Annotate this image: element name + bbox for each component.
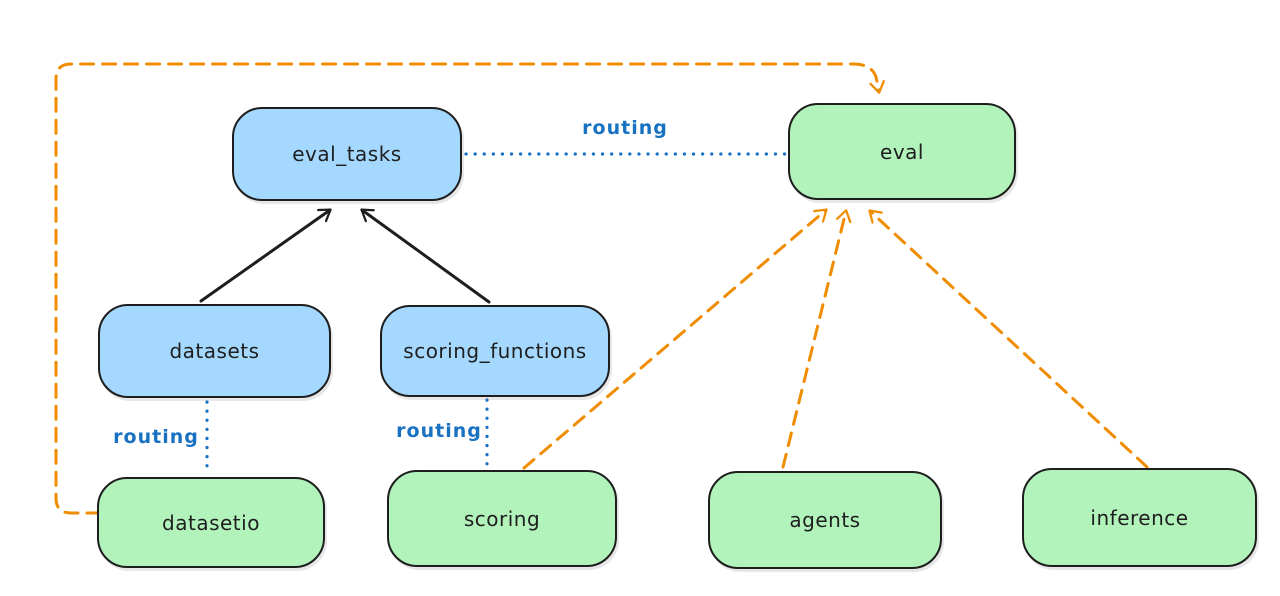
edge-label-routing-scoring-functions-scoring: routing bbox=[396, 420, 482, 442]
node-datasets-label: datasets bbox=[169, 339, 260, 363]
node-inference: inference bbox=[1022, 468, 1257, 567]
node-agents: agents bbox=[708, 471, 942, 569]
edge-agents-to-eval bbox=[781, 209, 852, 469]
edge-datasetio-to-eval bbox=[54, 62, 885, 515]
edge-label-routing-eval-tasks-eval: routing bbox=[582, 117, 668, 139]
node-datasetio-label: datasetio bbox=[162, 510, 260, 535]
node-scoring-label: scoring bbox=[463, 506, 541, 531]
node-inference-label: inference bbox=[1090, 505, 1189, 530]
edge-scoring-to-eval bbox=[522, 208, 828, 470]
node-datasetio: datasetio bbox=[97, 477, 325, 568]
node-scoring: scoring bbox=[387, 470, 617, 567]
node-scoring-functions-label: scoring_functions bbox=[403, 339, 587, 363]
edge-datasets-to-eval-tasks bbox=[199, 208, 332, 303]
node-eval-label: eval bbox=[880, 139, 924, 164]
node-datasets: datasets bbox=[98, 304, 331, 398]
node-eval-tasks: eval_tasks bbox=[232, 107, 462, 201]
edge-inference-to-eval bbox=[868, 209, 1149, 469]
node-eval-tasks-label: eval_tasks bbox=[292, 142, 402, 166]
edge-label-routing-datasets-datasetio: routing bbox=[113, 426, 199, 448]
node-eval: eval bbox=[788, 103, 1016, 200]
node-scoring-functions: scoring_functions bbox=[380, 305, 610, 397]
edge-scoring-functions-to-eval-tasks bbox=[360, 208, 491, 304]
node-agents-label: agents bbox=[789, 508, 861, 532]
